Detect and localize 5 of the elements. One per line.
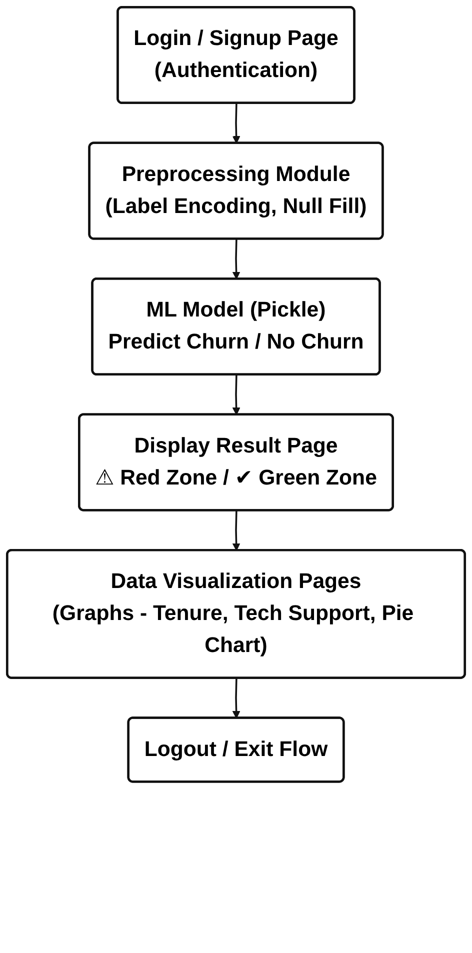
arrow (232, 678, 240, 719)
arrow (232, 510, 240, 551)
arrow (232, 103, 240, 144)
arrow (232, 239, 240, 280)
arrow (232, 374, 240, 416)
